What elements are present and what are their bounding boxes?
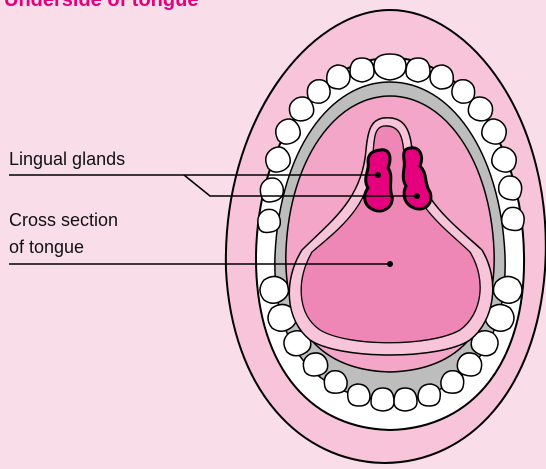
lingual-gland-left <box>365 150 393 211</box>
